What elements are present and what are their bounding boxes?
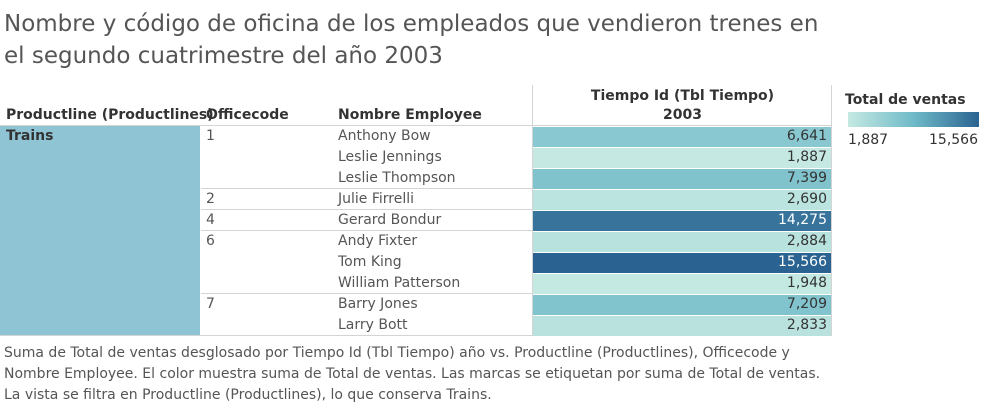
legend-color-ramp xyxy=(848,112,979,127)
employee-name: Larry Bott xyxy=(338,317,408,333)
value-cell xyxy=(533,127,831,147)
header-officecode: Officecode xyxy=(206,107,289,123)
group-divider xyxy=(201,293,532,294)
employee-name: Anthony Bow xyxy=(338,128,431,144)
value-label: 1,887 xyxy=(786,149,827,165)
caption-line-3: La vista se filtra en Productline (Produ… xyxy=(4,387,492,403)
value-label: 2,690 xyxy=(786,191,827,207)
productline-label: Trains xyxy=(6,128,54,144)
caption-line-2: Nombre Employee. El color muestra suma d… xyxy=(4,366,821,382)
productline-block xyxy=(0,126,200,335)
value-cell xyxy=(533,148,831,168)
value-cell xyxy=(533,190,831,210)
value-cell xyxy=(533,169,831,189)
employee-name: Barry Jones xyxy=(338,296,418,312)
employee-name: Julie Firrelli xyxy=(338,191,415,207)
value-label: 6,641 xyxy=(786,128,827,144)
chart-title: Nombre y código de oficina de los emplea… xyxy=(4,11,819,69)
value-label: 14,275 xyxy=(778,212,827,228)
header-year: 2003 xyxy=(663,107,702,123)
header-productline: Productline (Productlines) xyxy=(6,107,214,123)
officecode-cell: 1 xyxy=(206,128,215,144)
value-label: 2,884 xyxy=(786,233,827,249)
value-cell xyxy=(533,232,831,252)
officecode-cell: 7 xyxy=(206,296,215,312)
legend-max: 15,566 xyxy=(929,132,978,148)
value-cell xyxy=(533,253,831,273)
officecode-cell: 2 xyxy=(206,191,215,207)
employee-name: Tom King xyxy=(338,254,402,270)
divider-vertical xyxy=(532,85,533,336)
employee-name: William Patterson xyxy=(338,275,461,291)
group-divider xyxy=(201,230,532,231)
employee-name: Leslie Thompson xyxy=(338,170,456,186)
legend-min: 1,887 xyxy=(848,132,889,148)
value-label: 7,399 xyxy=(786,170,827,186)
value-label: 1,948 xyxy=(786,275,827,291)
caption-line-1: Suma de Total de ventas desglosado por T… xyxy=(4,345,790,361)
value-label: 15,566 xyxy=(778,254,827,270)
header-divider xyxy=(0,125,832,126)
officecode-cell: 6 xyxy=(206,233,215,249)
value-label: 2,833 xyxy=(786,317,827,333)
legend-title: Total de ventas xyxy=(845,92,966,108)
employee-name: Leslie Jennings xyxy=(338,149,442,165)
value-cell xyxy=(533,295,831,315)
header-tiempo: Tiempo Id (Tbl Tiempo) xyxy=(590,88,775,104)
bottom-divider xyxy=(0,335,832,336)
divider-vertical xyxy=(831,85,832,336)
value-cell xyxy=(533,316,831,336)
group-divider xyxy=(201,188,532,189)
value-cell xyxy=(533,274,831,294)
header-employee: Nombre Employee xyxy=(338,107,482,123)
officecode-cell: 4 xyxy=(206,212,215,228)
caption: Suma de Total de ventas desglosado por T… xyxy=(4,343,964,406)
value-label: 7,209 xyxy=(786,296,827,312)
value-cell xyxy=(533,211,831,231)
employee-name: Andy Fixter xyxy=(338,233,418,249)
group-divider xyxy=(201,209,532,210)
employee-name: Gerard Bondur xyxy=(338,212,442,228)
